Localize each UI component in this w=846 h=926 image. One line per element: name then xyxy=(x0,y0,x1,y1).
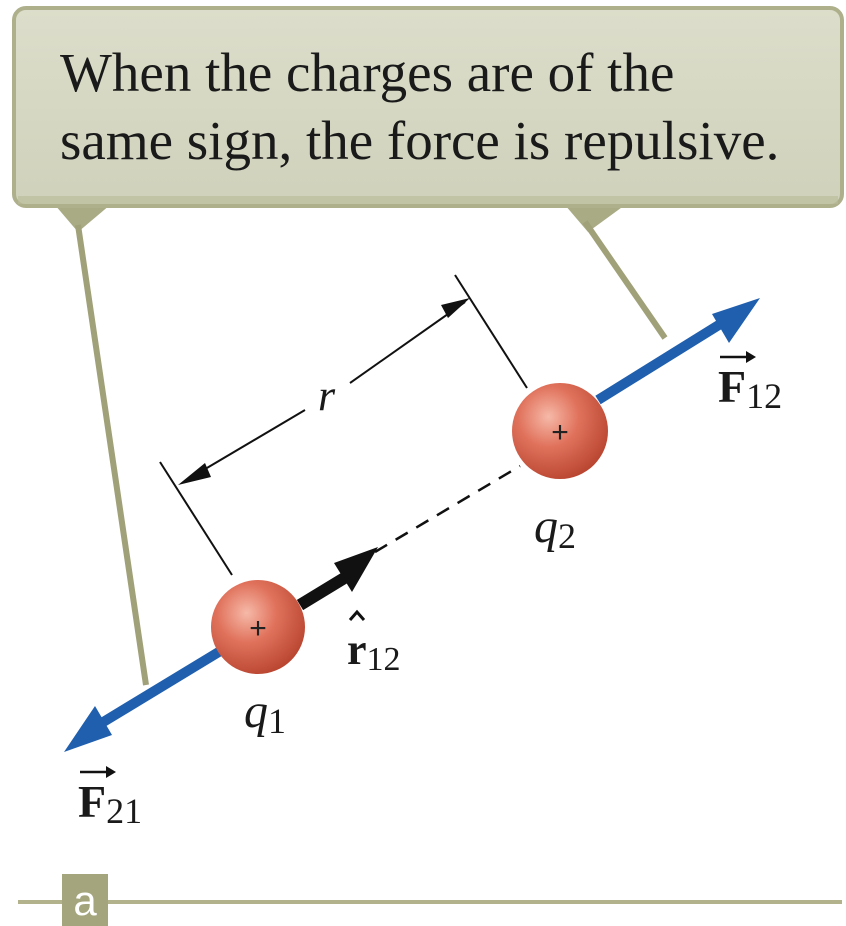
line-of-centers xyxy=(374,464,521,554)
unit-vector-arrow xyxy=(296,547,378,611)
label-unit-vector-subscript: 12 xyxy=(367,641,401,678)
label-q2-subscript: 2 xyxy=(558,516,576,556)
vector-arrow-icon xyxy=(720,351,756,363)
charge-q2-sign: + xyxy=(551,416,569,449)
label-f21-symbol: F xyxy=(78,776,106,827)
label-f21: F21 xyxy=(78,766,142,831)
label-f21-text: F21 xyxy=(78,776,142,831)
panel-badge xyxy=(62,874,108,926)
label-q1-symbol: q xyxy=(244,685,268,738)
callout-line-1: When the charges are of the xyxy=(60,42,674,103)
label-f12-subscript: 12 xyxy=(746,376,782,416)
leader-right xyxy=(582,220,668,340)
label-unit-vector: r12 xyxy=(347,609,401,678)
panel-label: a xyxy=(18,874,842,926)
leader-left-wedge xyxy=(55,205,110,232)
dimension-arrowhead-left xyxy=(178,463,211,485)
vector-arrow-icon xyxy=(80,766,116,778)
label-q2: q2 xyxy=(534,500,576,556)
label-f21-subscript: 21 xyxy=(106,791,142,831)
dimension-arrowhead-right xyxy=(441,298,470,318)
label-q1-subscript: 1 xyxy=(268,701,286,741)
hat-icon xyxy=(348,609,366,621)
charge-q1: + xyxy=(211,580,305,674)
label-q2-symbol: q xyxy=(534,500,558,553)
charge-q1-sign: + xyxy=(249,612,267,645)
callout-line-2: same sign, the force is repulsive. xyxy=(60,110,779,171)
separation-label: r xyxy=(318,371,336,420)
label-q1: q1 xyxy=(244,685,286,741)
panel-letter: a xyxy=(73,877,97,924)
label-unit-vector-symbol: r xyxy=(347,625,367,674)
leader-left xyxy=(75,224,149,686)
separation-dimension xyxy=(159,274,528,576)
extension-line-q2 xyxy=(454,274,528,389)
force-arrow-f12 xyxy=(595,298,760,405)
label-f12-symbol: F xyxy=(718,361,746,412)
dimension-line-right xyxy=(349,301,466,384)
label-f12-text: F12 xyxy=(718,361,782,416)
extension-line-q1 xyxy=(159,461,233,576)
charge-q2: + xyxy=(512,383,608,479)
callout-leaders xyxy=(55,205,668,686)
leader-right-wedge xyxy=(565,205,625,232)
dimension-line-left xyxy=(189,409,306,479)
force-arrow-f21 xyxy=(64,645,225,752)
label-unit-vector-text: r12 xyxy=(347,625,401,678)
callout-box: When the charges are of the same sign, t… xyxy=(12,6,844,208)
label-f12: F12 xyxy=(718,351,782,416)
